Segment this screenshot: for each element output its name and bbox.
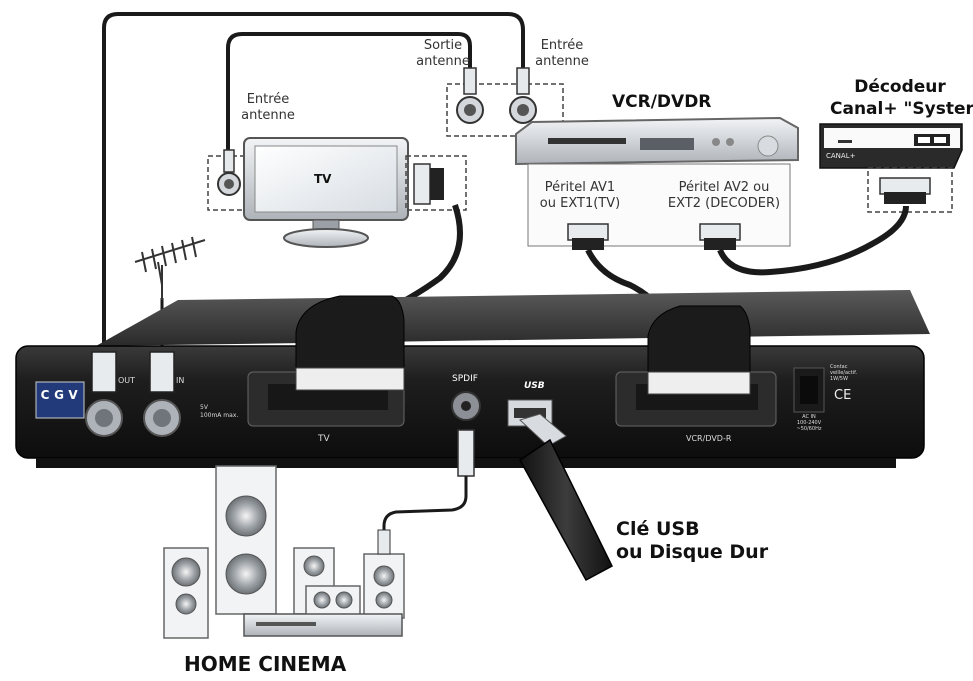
switch-note-line2: veille/actif. — [830, 370, 858, 376]
rf-out-connector — [85, 351, 123, 437]
cable-antenna-out-to-vcr — [102, 12, 525, 365]
power-note: 5V 100mA max. — [200, 404, 238, 420]
rooftop-antenna — [134, 236, 206, 300]
usb-title: Clé USB ou Disque Dur — [616, 518, 768, 564]
vcr-scart-av2-port — [699, 223, 741, 250]
usb-stick — [519, 413, 613, 582]
usb-logo: USB — [524, 381, 545, 391]
scart-plug-tv — [295, 295, 405, 391]
switch-note: Contac veille/actif. 1W/5W — [830, 364, 857, 382]
rf-out-label: OUT — [118, 376, 136, 385]
sortie-antenne-label: Sortie antenne — [416, 38, 470, 70]
switch-note-line3: 1W/5W — [830, 376, 848, 382]
entree-antenne-tv-line1: Entrée — [246, 92, 290, 107]
tv-set — [243, 137, 409, 248]
brand-logo — [35, 381, 85, 419]
decoder-device — [819, 123, 963, 169]
usb-title-line1: Clé USB — [616, 518, 700, 540]
tv-scart-port — [413, 163, 444, 205]
entree-antenne-vcr-line1: Entrée — [540, 38, 584, 53]
sortie-antenne-line1: Sortie — [423, 38, 463, 53]
peritel-av2-line2: EXT2 (DECODER) — [667, 196, 781, 211]
brand-letter-c: C — [40, 388, 50, 402]
spdif-label: SPDIF — [452, 374, 478, 384]
entree-antenne-vcr-line2: antenne — [535, 54, 589, 69]
decoder-scart-box — [867, 167, 953, 213]
spdif-port — [451, 391, 481, 421]
tv-scart-box — [405, 155, 467, 211]
tv-screen-label: TV — [314, 172, 332, 186]
ac-note-line2: 100-240V — [796, 420, 822, 426]
entree-antenne-tv-label: Entrée antenne — [238, 92, 298, 124]
rf-in-label: IN — [176, 376, 185, 385]
decoder-scart-port — [879, 177, 931, 204]
vcr-title: VCR/DVDR — [612, 92, 712, 112]
cable-scart-decoder — [717, 205, 909, 276]
entree-antenne-vcr-label: Entrée antenne — [532, 38, 592, 70]
peritel-av2-line1: Péritel AV2 ou — [678, 180, 770, 195]
scart-vcr-label: VCR/DVD-R — [686, 434, 732, 443]
spdif-plug — [457, 429, 475, 477]
vcr-antenna-box — [446, 83, 564, 137]
ac-note-line1: AC IN — [802, 414, 816, 420]
home-cinema-system — [163, 465, 405, 639]
decoder-panel-label: CANAL+ — [826, 152, 856, 160]
rf-in-connector — [143, 351, 181, 437]
ce-mark: CE — [834, 388, 852, 403]
power-note-line1: 5V — [200, 404, 208, 411]
decoder-title-line1: Décodeur — [854, 77, 946, 97]
sortie-antenne-line2: antenne — [416, 54, 470, 69]
decoder-title: Décodeur Canal+ "Syster" — [830, 76, 973, 120]
peritel-av2-label: Péritel AV2 ou EXT2 (DECODER) — [662, 180, 786, 212]
decoder-title-line2: Canal+ "Syster" — [830, 99, 973, 119]
ac-note: AC IN 100-240V ~50/60Hz — [794, 414, 824, 432]
tv-antenna-port — [217, 149, 241, 196]
cable-vcr-out-to-tv — [226, 32, 472, 160]
vcr-scart-av1-port — [567, 223, 609, 250]
brand-letter-v: V — [68, 388, 78, 402]
scart-plug-vcr — [647, 305, 751, 395]
entree-antenne-tv-line2: antenne — [241, 108, 295, 123]
usb-title-line2: ou Disque Dur — [616, 541, 769, 563]
peritel-av1-label: Péritel AV1 ou EXT1(TV) — [532, 180, 628, 212]
cable-spdif-to-home-cinema — [382, 476, 468, 530]
brand-letter-g: G — [54, 388, 64, 402]
switch-note-line1: Contac — [830, 364, 848, 370]
scart-tv-label: TV — [318, 434, 330, 444]
ac-note-line3: ~50/60Hz — [796, 426, 822, 432]
peritel-av1-line1: Péritel AV1 — [544, 180, 616, 195]
vcr-antenna-out-port — [456, 67, 484, 124]
power-note-line2: 100mA max. — [200, 412, 239, 419]
peritel-av1-line2: ou EXT1(TV) — [539, 196, 621, 211]
vcr-antenna-in-port — [509, 67, 537, 124]
power-socket — [793, 367, 825, 413]
home-cinema-title: HOME CINEMA — [184, 652, 347, 676]
